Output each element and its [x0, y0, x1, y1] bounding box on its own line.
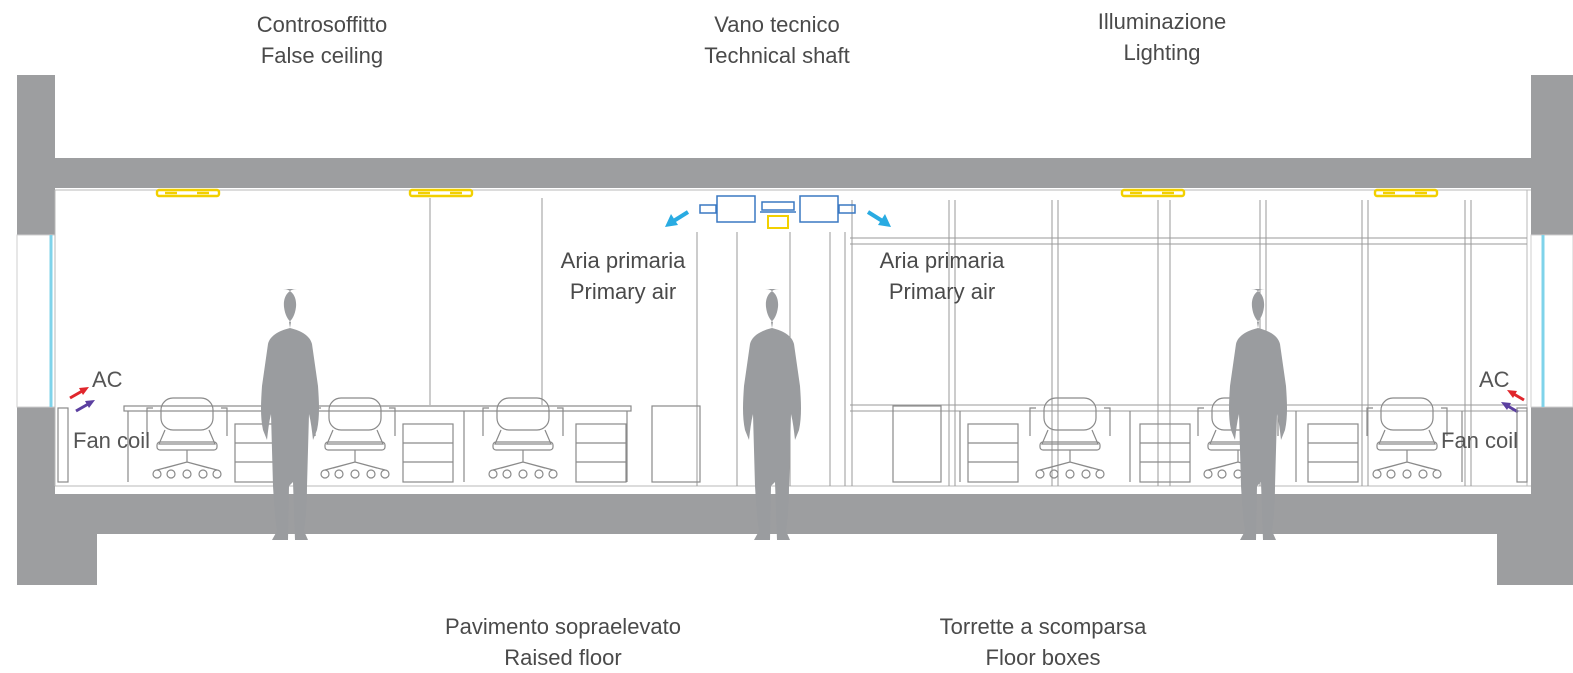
- light-fixture-4: [1373, 188, 1439, 198]
- window-left: [16, 234, 56, 408]
- primary-air-arrows: [665, 210, 891, 227]
- label-false-ceiling: Controsoffitto False ceiling: [256, 12, 388, 68]
- ceiling-lights: [155, 188, 1439, 198]
- label-primary-air-right: Aria primaria Primary air: [879, 248, 1005, 304]
- light-fixture-2: [408, 188, 474, 198]
- label-fan-coil-left: Fan coil: [73, 428, 151, 453]
- label-fan-coil-right: Fan coil: [1441, 428, 1519, 453]
- ventilation-ducts: [699, 195, 856, 229]
- label-raised-floor: Pavimento sopraelevato Raised floor: [444, 614, 682, 670]
- window-right: [1530, 234, 1573, 408]
- label-floor-boxes: Torrette a scomparsa Floor boxes: [939, 614, 1147, 670]
- partitions: [429, 198, 1527, 486]
- label-lighting: Illuminazione Lighting: [1097, 9, 1227, 65]
- fan-coil-arrow-right: [1501, 402, 1519, 414]
- label-primary-air-left: Aria primaria Primary air: [560, 248, 686, 304]
- label-ac-left: AC: [92, 367, 123, 392]
- fan-coil-units: [57, 407, 1528, 483]
- fan-coil-arrow-left: [75, 400, 95, 413]
- light-fixture-1: [155, 188, 221, 198]
- building-structure: [17, 75, 1573, 585]
- ac-arrow-right: [1507, 390, 1525, 402]
- label-technical-shaft: Vano tecnico Technical shaft: [704, 12, 850, 68]
- desks: [123, 405, 1463, 483]
- ac-arrow-left: [69, 387, 89, 400]
- light-fixture-3: [1120, 188, 1186, 198]
- label-ac-right: AC: [1479, 367, 1510, 392]
